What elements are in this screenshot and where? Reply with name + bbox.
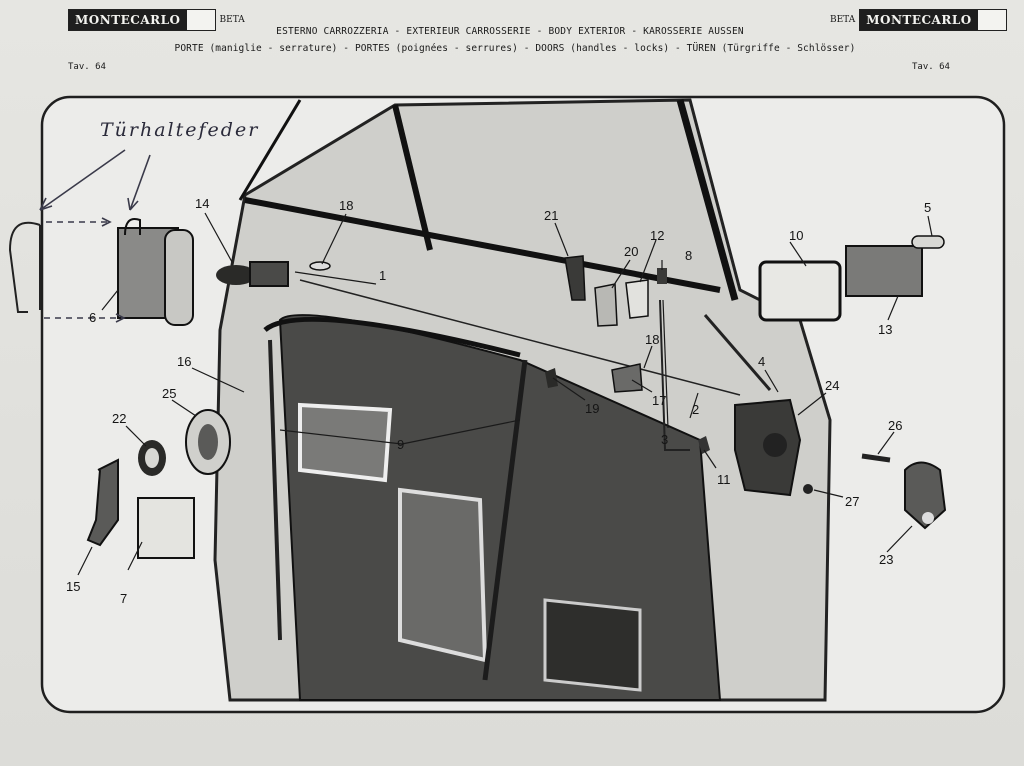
part-clip-19 <box>545 368 558 388</box>
part-escutcheon-25 <box>185 409 231 475</box>
callout-9: 9 <box>397 437 404 452</box>
callout-17: 17 <box>652 393 666 408</box>
callout-23: 23 <box>879 552 893 567</box>
part-bracket-12 <box>625 279 649 319</box>
callout-2: 2 <box>692 402 699 417</box>
part-clip-11 <box>698 436 710 454</box>
callout-14: 14 <box>195 196 209 211</box>
brand-logo-box: MONTECARLO <box>859 9 1007 31</box>
callout-24: 24 <box>825 378 839 393</box>
part-bracket-20 <box>594 283 618 327</box>
part-clip-21 <box>564 255 586 301</box>
part-handle-14 <box>216 261 289 287</box>
plate-number-right: Tav. 64 <box>912 62 950 72</box>
callout-18: 18 <box>339 198 353 213</box>
part-clip-17 <box>611 363 643 393</box>
part-plug-18 <box>309 261 331 271</box>
part-gasket-10 <box>758 260 842 322</box>
callout-5: 5 <box>924 200 931 215</box>
part-winder-15 <box>86 458 119 547</box>
brand-logo-left: MONTECARLO BETA <box>68 9 249 31</box>
brand-logo-right: BETA MONTECARLO <box>826 9 1007 31</box>
leader-lines <box>77 212 933 576</box>
part-clip-8 <box>657 268 667 284</box>
callout-13: 13 <box>878 322 892 337</box>
brand-sub: BETA <box>219 15 245 25</box>
part-screw-27 <box>803 484 813 494</box>
callout-16: 16 <box>177 354 191 369</box>
part-spring-wire <box>8 221 41 313</box>
brand-name: MONTECARLO <box>69 10 187 30</box>
plate-number-left: Tav. 64 <box>68 62 106 72</box>
part-striker-23 <box>904 461 947 530</box>
callout-26: 26 <box>888 418 902 433</box>
callout-6: 6 <box>89 310 96 325</box>
callout-21: 21 <box>544 208 558 223</box>
callout-19: 19 <box>585 401 599 416</box>
handwritten-annotation: Türhaltefeder <box>100 119 259 141</box>
callout-11: 11 <box>717 472 731 487</box>
part-ring-22 <box>138 440 166 476</box>
door-body <box>213 98 832 702</box>
callout-10: 10 <box>789 228 803 243</box>
page-subtitle: PORTE (maniglie - serrature) - PORTES (p… <box>174 43 856 54</box>
part-lock-24 <box>734 398 802 497</box>
callout-22: 22 <box>112 411 126 426</box>
part-plate-7 <box>137 497 195 559</box>
callout-27: 27 <box>845 494 859 509</box>
callout-25: 25 <box>162 386 176 401</box>
callout-15: 15 <box>66 579 80 594</box>
brand-name: MONTECARLO <box>860 10 978 30</box>
callout-labels: 1 2 3 4 5 6 7 8 9 10 11 12 13 14 15 16 1… <box>66 196 931 606</box>
brand-sub: BETA <box>830 15 856 25</box>
page-title: ESTERNO CARROZZERIA - EXTERIEUR CARROSSE… <box>276 26 744 37</box>
callout-4: 4 <box>758 354 765 369</box>
callout-1: 1 <box>379 268 386 283</box>
part-screw-26 <box>861 453 891 463</box>
callout-18b: 18 <box>645 332 659 347</box>
part-outer-handle-13 <box>845 235 945 297</box>
brand-logo-box: MONTECARLO <box>68 9 216 31</box>
callout-7: 7 <box>120 591 127 606</box>
callout-3: 3 <box>661 432 668 447</box>
annotation-arrows <box>39 149 151 323</box>
callout-12: 12 <box>650 228 664 243</box>
part-door-check <box>117 218 194 326</box>
callout-20: 20 <box>624 244 638 259</box>
callout-8: 8 <box>685 248 692 263</box>
